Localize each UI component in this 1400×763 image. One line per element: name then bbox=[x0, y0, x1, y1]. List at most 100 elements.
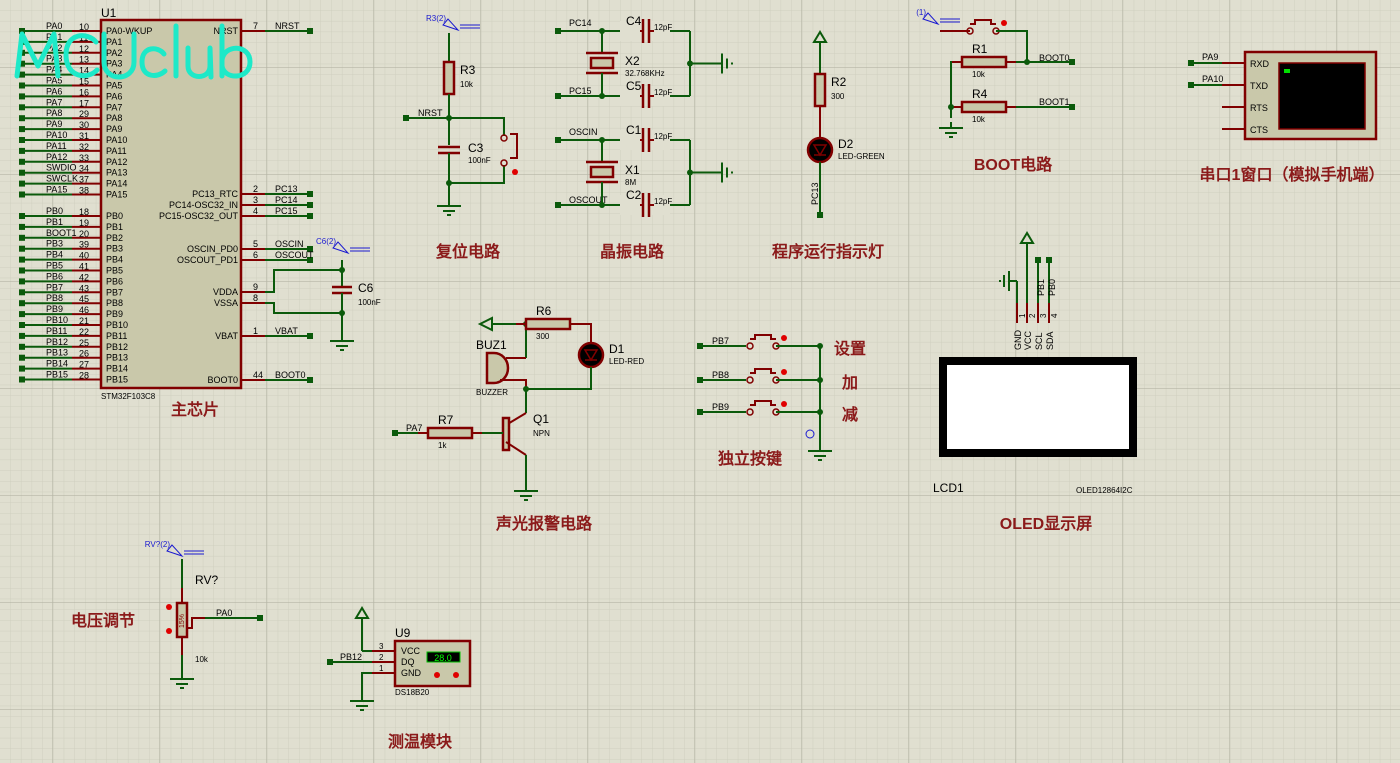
resistor-r7[interactable] bbox=[426, 426, 474, 440]
wire[interactable] bbox=[406, 117, 505, 136]
terminal-pb9[interactable] bbox=[19, 311, 25, 318]
terminal[interactable] bbox=[555, 28, 561, 34]
terminal[interactable] bbox=[327, 659, 333, 665]
terminal-pb7[interactable] bbox=[19, 289, 25, 296]
transistor[interactable] bbox=[501, 416, 511, 452]
terminal-pb3[interactable] bbox=[19, 245, 25, 252]
terminal[interactable] bbox=[697, 343, 703, 349]
terminal-pc15[interactable] bbox=[307, 213, 313, 219]
resistor-r1[interactable] bbox=[960, 55, 1008, 69]
probe-icon[interactable] bbox=[332, 241, 350, 255]
terminal[interactable] bbox=[1035, 257, 1041, 263]
terminal-pb6[interactable] bbox=[19, 278, 25, 285]
buzzer[interactable] bbox=[485, 351, 510, 385]
wire[interactable] bbox=[449, 165, 505, 184]
probe-icon[interactable] bbox=[442, 18, 460, 32]
wire[interactable] bbox=[505, 441, 527, 456]
terminal-pa15[interactable] bbox=[19, 191, 25, 198]
terminal[interactable] bbox=[697, 409, 703, 415]
led[interactable] bbox=[806, 136, 834, 164]
terminal[interactable] bbox=[555, 137, 561, 143]
terminal[interactable] bbox=[392, 430, 398, 436]
terminal-pb15[interactable] bbox=[19, 376, 25, 383]
terminal-oscout[interactable] bbox=[307, 257, 313, 263]
push-button[interactable] bbox=[750, 334, 776, 340]
terminal-pc14[interactable] bbox=[307, 202, 313, 208]
wire[interactable] bbox=[996, 30, 1028, 62]
terminal-nrst[interactable] bbox=[307, 28, 313, 34]
terminal-pa9[interactable] bbox=[19, 126, 25, 133]
terminal-pb13[interactable] bbox=[19, 354, 25, 361]
terminal-pa0[interactable] bbox=[19, 28, 25, 34]
resistor-r6[interactable] bbox=[524, 317, 572, 331]
button-actuator[interactable] bbox=[781, 369, 787, 375]
pot-down-button[interactable] bbox=[166, 628, 172, 634]
terminal-swclk[interactable] bbox=[19, 180, 25, 187]
terminal-pb12[interactable] bbox=[19, 343, 25, 350]
terminal-screen[interactable] bbox=[1278, 62, 1366, 130]
crystal[interactable] bbox=[589, 165, 615, 179]
terminal-pb11[interactable] bbox=[19, 332, 25, 339]
terminal-pa12[interactable] bbox=[19, 158, 25, 165]
terminal-pa4[interactable] bbox=[19, 71, 25, 78]
terminal-pb14[interactable] bbox=[19, 365, 25, 372]
wire[interactable] bbox=[580, 323, 592, 343]
terminal-pa7[interactable] bbox=[19, 104, 25, 111]
terminal[interactable] bbox=[697, 377, 703, 383]
terminal-pb0[interactable] bbox=[19, 213, 25, 219]
terminal-pb8[interactable] bbox=[19, 300, 25, 307]
terminal-pa6[interactable] bbox=[19, 93, 25, 100]
terminal[interactable] bbox=[555, 93, 561, 99]
button-actuator[interactable] bbox=[781, 401, 787, 407]
probe-icon[interactable] bbox=[922, 12, 940, 26]
button-actuator[interactable] bbox=[781, 335, 787, 341]
wire[interactable] bbox=[361, 672, 372, 695]
terminal[interactable] bbox=[1188, 60, 1194, 66]
button-actuator[interactable] bbox=[512, 169, 518, 175]
terminal-pc13[interactable] bbox=[307, 191, 313, 197]
terminal-boot0[interactable] bbox=[307, 377, 313, 383]
terminal[interactable] bbox=[1046, 257, 1052, 263]
terminal-pb1[interactable] bbox=[19, 223, 25, 230]
terminal-pb5[interactable] bbox=[19, 267, 25, 274]
terminal-pa11[interactable] bbox=[19, 147, 25, 154]
terminal[interactable] bbox=[1188, 82, 1194, 88]
terminal-pb4[interactable] bbox=[19, 256, 25, 263]
push-button[interactable] bbox=[750, 400, 776, 406]
terminal[interactable] bbox=[555, 202, 561, 208]
push-button[interactable] bbox=[750, 368, 776, 374]
button-actuator[interactable] bbox=[1001, 20, 1007, 26]
ds18b20-sensor[interactable] bbox=[393, 639, 472, 688]
wire[interactable] bbox=[526, 367, 592, 390]
wire[interactable] bbox=[265, 269, 342, 293]
temp-down-button[interactable] bbox=[434, 672, 440, 678]
resistor[interactable] bbox=[442, 60, 456, 96]
resistor[interactable] bbox=[813, 72, 827, 108]
terminal-swdio[interactable] bbox=[19, 169, 25, 176]
led[interactable] bbox=[577, 341, 605, 369]
terminal-oscin[interactable] bbox=[307, 246, 313, 252]
oled-display[interactable] bbox=[939, 357, 1137, 457]
resistor-r4[interactable] bbox=[960, 100, 1008, 114]
terminal-pc13[interactable] bbox=[817, 212, 823, 218]
crystal[interactable] bbox=[589, 56, 615, 70]
terminal-pa5[interactable] bbox=[19, 82, 25, 89]
terminal[interactable] bbox=[1069, 59, 1075, 65]
terminal-pa8[interactable] bbox=[19, 115, 25, 122]
terminal-boot1[interactable] bbox=[19, 234, 25, 241]
terminal-pa10[interactable] bbox=[19, 137, 25, 143]
temp-up-button[interactable] bbox=[453, 672, 459, 678]
push-button[interactable] bbox=[970, 19, 996, 25]
terminal-pb10[interactable] bbox=[19, 322, 25, 328]
terminal-pa3[interactable] bbox=[19, 60, 25, 67]
terminal[interactable] bbox=[257, 615, 263, 621]
wire[interactable] bbox=[265, 302, 342, 314]
terminal[interactable] bbox=[1069, 104, 1075, 110]
pot-up-button[interactable] bbox=[166, 604, 172, 610]
terminal-nrst[interactable] bbox=[403, 115, 409, 121]
wire[interactable] bbox=[187, 617, 205, 629]
probe-icon[interactable] bbox=[166, 544, 184, 558]
reset-button[interactable] bbox=[510, 133, 518, 159]
